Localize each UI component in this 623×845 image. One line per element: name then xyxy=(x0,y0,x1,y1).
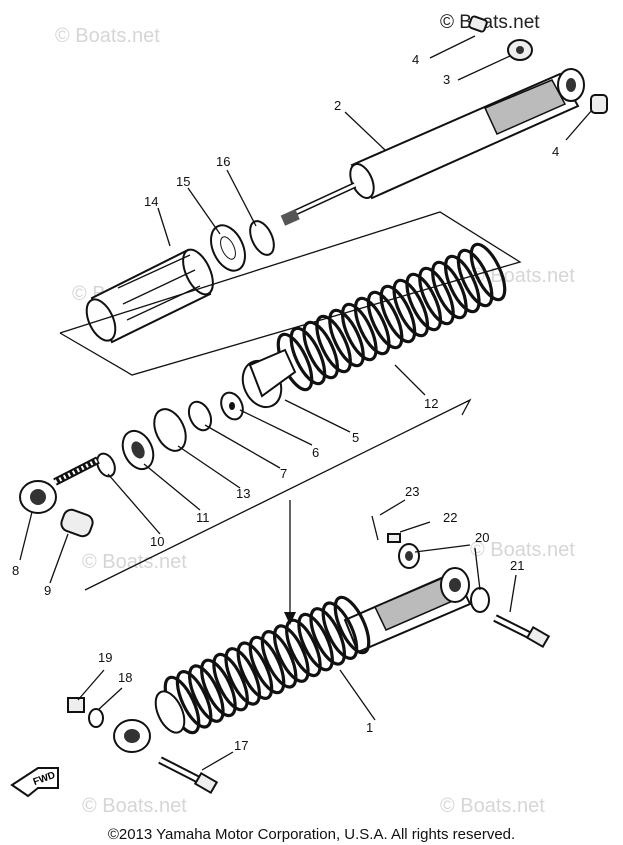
spring-coil xyxy=(392,278,430,338)
callout-20: 20 xyxy=(475,530,489,545)
watermark: © Boats.net xyxy=(82,795,187,817)
spring-coil xyxy=(418,266,455,326)
spring-coil xyxy=(456,248,494,308)
watermark: © Boats.net xyxy=(82,551,187,573)
assembly-outline xyxy=(59,211,522,376)
callout-17: 17 xyxy=(234,738,248,753)
callout-1: 1 xyxy=(366,720,373,735)
spring-coil xyxy=(379,284,417,344)
watermark: © Boats.net xyxy=(470,265,575,287)
callout-4: 4 xyxy=(412,52,419,67)
watermark: © Boats.net xyxy=(470,539,575,561)
callout-4: 4 xyxy=(552,144,559,159)
spring-coil xyxy=(248,635,286,695)
spring-coil xyxy=(321,601,359,660)
spring-coil xyxy=(309,607,347,666)
coil-spring xyxy=(276,242,507,392)
spring-coil xyxy=(328,308,365,368)
callout-11: 11 xyxy=(196,510,210,525)
spring-guide-parts xyxy=(85,220,275,344)
callout-15: 15 xyxy=(176,174,190,189)
callout-9: 9 xyxy=(44,583,51,598)
callout-8: 8 xyxy=(12,563,19,578)
callout-5: 5 xyxy=(352,430,359,445)
spring-coil xyxy=(289,326,327,386)
watermark: © Boats.net xyxy=(440,795,545,817)
spring-coil xyxy=(366,290,404,350)
spring-coil xyxy=(315,314,352,374)
spring-coil xyxy=(297,612,334,672)
assembly-arrow-head xyxy=(284,612,296,625)
spring-coil xyxy=(260,630,298,689)
spring-coil xyxy=(272,624,310,683)
spring-coil xyxy=(340,302,378,362)
spring-coil xyxy=(302,320,340,380)
assembled-shock xyxy=(113,567,472,753)
spring-coil xyxy=(431,260,468,320)
leader-lines xyxy=(19,35,593,771)
callout-14: 14 xyxy=(144,194,158,209)
spring-coil xyxy=(353,296,391,356)
watermark: © Boats.net xyxy=(55,25,160,47)
callout-22: 22 xyxy=(443,510,457,525)
callout-labels: 4 3 2 4 16 15 14 12 5 6 7 13 11 10 8 9 2… xyxy=(12,52,559,753)
spring-coil xyxy=(405,272,443,332)
callout-18: 18 xyxy=(118,670,132,685)
spring-seat-parts xyxy=(96,348,297,478)
shock-body-upper xyxy=(280,68,585,226)
spring-coil xyxy=(469,242,507,302)
spring-coil xyxy=(175,670,213,729)
callout-3: 3 xyxy=(443,72,450,87)
callout-19: 19 xyxy=(98,650,112,665)
callout-13: 13 xyxy=(236,486,250,501)
spring-coil xyxy=(285,618,322,678)
spring-coil xyxy=(187,664,225,723)
callout-12: 12 xyxy=(424,396,438,411)
callout-6: 6 xyxy=(312,445,319,460)
callout-21: 21 xyxy=(510,558,524,573)
spring-coil xyxy=(333,595,371,655)
callout-10: 10 xyxy=(150,534,164,549)
assembly-bracket xyxy=(84,398,472,591)
forward-direction-indicator: FWD xyxy=(10,767,59,798)
lower-eye-parts xyxy=(19,456,100,538)
callout-7: 7 xyxy=(280,466,287,481)
upper-bushing-parts xyxy=(468,15,608,114)
spring-coil xyxy=(200,658,237,718)
watermark-top: © Boats.net xyxy=(440,12,540,33)
mounting-hardware xyxy=(67,515,551,795)
spring-coil xyxy=(212,652,249,712)
spring-coil xyxy=(443,254,481,314)
spring-coil xyxy=(224,647,262,706)
callout-23: 23 xyxy=(405,484,419,499)
callout-16: 16 xyxy=(216,154,230,169)
callout-2: 2 xyxy=(334,98,341,113)
spring-coil xyxy=(236,641,274,700)
copyright-notice: ©2013 Yamaha Motor Corporation, U.S.A. A… xyxy=(107,826,516,843)
